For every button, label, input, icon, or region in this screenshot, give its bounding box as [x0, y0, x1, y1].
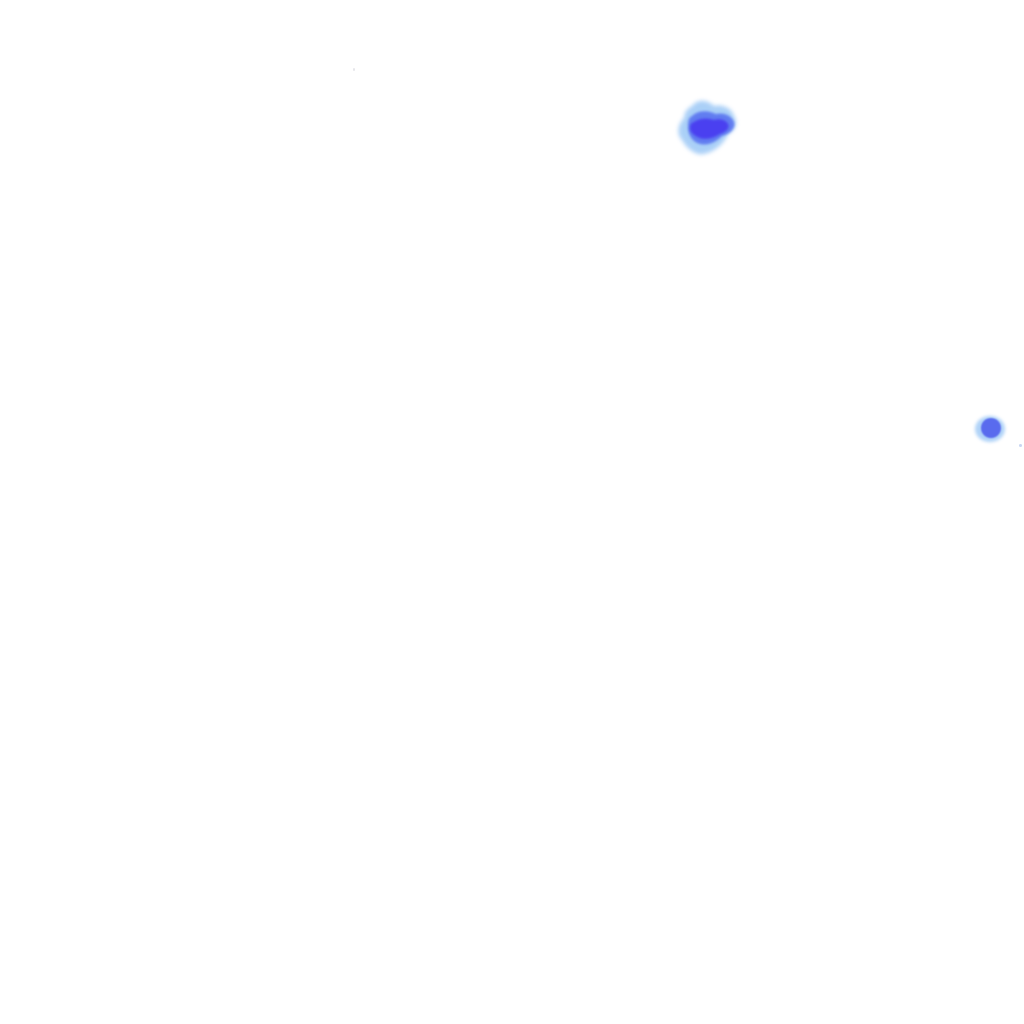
faint-speck-top [353, 68, 355, 71]
blue-ink-stain-small [975, 416, 1005, 442]
stain-small-core [981, 418, 1001, 438]
stain-large-core [690, 118, 729, 139]
blue-ink-stain-large [678, 100, 736, 155]
faint-speck-right [1019, 444, 1022, 447]
